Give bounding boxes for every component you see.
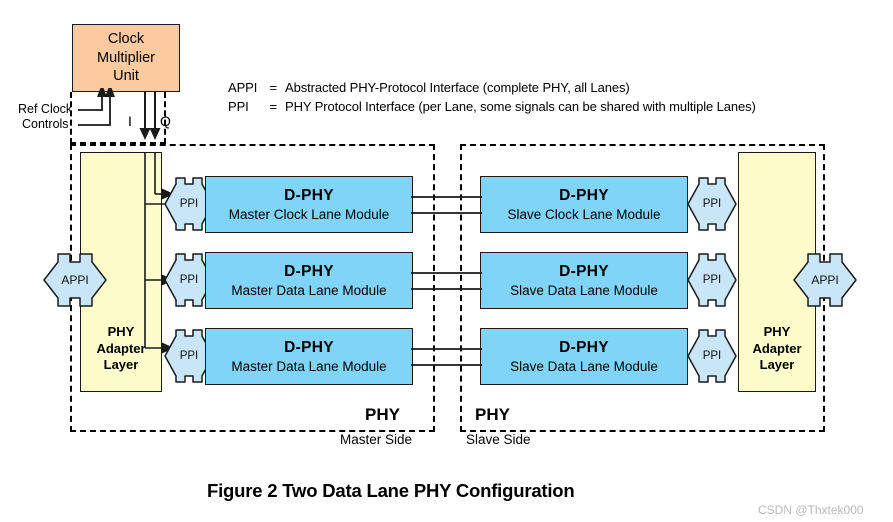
master-module-2: D-PHY Master Data Lane Module: [205, 252, 413, 309]
ref-clock-label-line-2: Controls: [22, 117, 69, 131]
slave-side-label: Slave Side: [466, 432, 531, 447]
slave-module-2-subtitle: Slave Data Lane Module: [510, 282, 658, 298]
master-side-label: Master Side: [340, 432, 413, 447]
master-adapter-line-3: Layer: [103, 356, 139, 372]
watermark: CSDN @Thxtek000: [758, 503, 864, 517]
legend-eq-ppi: =: [269, 99, 278, 114]
ref-clock-arrows: [78, 88, 115, 126]
lane-link-row-2: [411, 272, 482, 290]
slave-module-2-title: D-PHY: [559, 263, 609, 281]
slave-adapter-line-3: Layer: [759, 356, 795, 372]
master-module-1: D-PHY Master Clock Lane Module: [205, 176, 413, 233]
legend-key-ppi: PPI: [228, 99, 249, 114]
cmu-line-1: Clock: [107, 30, 145, 47]
master-phy-label: PHY: [362, 405, 403, 425]
master-module-3: D-PHY Master Data Lane Module: [205, 328, 413, 385]
slave-module-3-title: D-PHY: [559, 339, 609, 357]
master-module-3-title: D-PHY: [284, 339, 334, 357]
legend-eq-appi: =: [269, 80, 278, 95]
slave-module-1: D-PHY Slave Clock Lane Module: [480, 176, 688, 233]
master-adapter-line-1: PHY: [107, 324, 135, 340]
slave-ppi-interface-row-3: PPI: [686, 328, 738, 384]
cmu-line-2: Multiplier: [96, 49, 155, 66]
master-adapter-line-2: Adapter: [96, 340, 146, 356]
master-adapter-internal-rails: [144, 152, 174, 354]
slave-adapter-line-2: Adapter: [752, 340, 802, 356]
clock-multiplier-unit: Clock Multiplier Unit: [72, 24, 180, 92]
master-module-3-subtitle: Master Data Lane Module: [231, 358, 387, 374]
master-module-2-subtitle: Master Data Lane Module: [231, 282, 387, 298]
master-appi-interface: APPI: [42, 252, 108, 308]
slave-appi-interface: APPI: [792, 252, 858, 308]
slave-module-2: D-PHY Slave Data Lane Module: [480, 252, 688, 309]
iq-clock-lines: [139, 92, 161, 140]
legend-key-appi: APPI: [228, 80, 258, 95]
legend-text-ppi: PHY Protocol Interface (per Lane, some s…: [285, 99, 756, 114]
master-module-1-subtitle: Master Clock Lane Module: [228, 206, 390, 222]
slave-module-3-subtitle: Slave Data Lane Module: [510, 358, 658, 374]
slave-module-1-title: D-PHY: [559, 187, 609, 205]
cmu-line-3: Unit: [113, 68, 139, 85]
legend-text-appi: Abstracted PHY-Protocol Interface (compl…: [285, 80, 630, 95]
legend: APPI = Abstracted PHY-Protocol Interface…: [228, 78, 756, 116]
cmu-dashed-region: [70, 92, 166, 144]
slave-module-3: D-PHY Slave Data Lane Module: [480, 328, 688, 385]
clock-signal-i-label: I: [128, 113, 132, 129]
slave-ppi-interface-row-1: PPI: [686, 176, 738, 232]
ref-clock-label-line-1: Ref Clock: [18, 102, 73, 116]
lane-link-row-1: [411, 196, 482, 214]
master-module-2-title: D-PHY: [284, 263, 334, 281]
lane-link-row-3: [411, 348, 482, 366]
slave-module-1-subtitle: Slave Clock Lane Module: [507, 206, 661, 222]
figure-caption: Figure 2 Two Data Lane PHY Configuration: [207, 480, 575, 501]
slave-phy-label: PHY: [472, 405, 513, 425]
master-module-1-title: D-PHY: [284, 187, 334, 205]
slave-adapter-line-1: PHY: [763, 324, 791, 340]
slave-ppi-interface-row-2: PPI: [686, 252, 738, 308]
